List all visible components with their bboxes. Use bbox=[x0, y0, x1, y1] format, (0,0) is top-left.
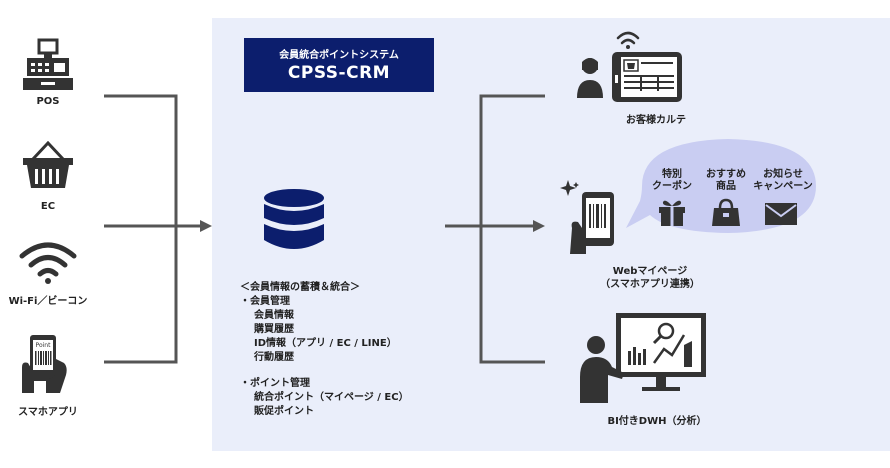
source-label-ec: EC bbox=[40, 201, 56, 212]
customer-tablet-icon bbox=[577, 31, 682, 102]
member-heading: ・会員管理 bbox=[240, 296, 290, 307]
smartphone-barcode-icon bbox=[560, 180, 614, 254]
database-icon bbox=[264, 189, 324, 249]
envelope-icon bbox=[765, 203, 797, 225]
info-header: ＜会員情報の蓄積＆統合＞ bbox=[240, 282, 360, 293]
handbag-icon bbox=[712, 198, 740, 226]
smartphone-point-icon: Point bbox=[22, 335, 67, 393]
system-badge: 会員統合ポイントシステム CPSS-CRM bbox=[244, 38, 434, 92]
bubble-label-coupon: 特別クーポン bbox=[652, 169, 692, 192]
member-info-list: ＜会員情報の蓄積＆統合＞ ・会員管理 会員情報 購買履歴 ID情報（アプリ / … bbox=[240, 281, 409, 419]
source-label-app: スマホアプリ bbox=[18, 407, 78, 418]
output-label-mypage: Webマイページ（スマホアプリ連携） bbox=[600, 266, 700, 290]
output-label-karte: お客様カルテ bbox=[626, 115, 686, 126]
gift-icon bbox=[659, 200, 685, 226]
analyst-monitor-icon bbox=[580, 313, 706, 403]
source-label-pos: POS bbox=[36, 96, 60, 107]
svg-text:Point: Point bbox=[36, 342, 52, 349]
output-label-dwh: BI付きDWH（分析） bbox=[607, 416, 707, 427]
point-item: 統合ポイント（マイページ / EC） bbox=[254, 392, 409, 403]
member-item: 購買履歴 bbox=[254, 324, 294, 335]
point-heading: ・ポイント管理 bbox=[240, 378, 310, 389]
wifi-icon bbox=[19, 242, 77, 284]
bubble-label-campaign: お知らせキャンペーン bbox=[753, 169, 813, 192]
bubble-label-recommend: おすすめ商品 bbox=[706, 169, 746, 192]
member-item: ID情報（アプリ / EC / LINE） bbox=[254, 338, 397, 349]
member-item: 会員情報 bbox=[254, 310, 294, 321]
shopping-basket-icon bbox=[23, 141, 73, 188]
member-item: 行動履歴 bbox=[254, 352, 294, 363]
cash-register-icon bbox=[23, 38, 73, 90]
source-label-wifi: Wi-Fi／ビーコン bbox=[8, 296, 88, 307]
system-subtitle: 会員統合ポイントシステム bbox=[279, 50, 399, 61]
point-item: 販促ポイント bbox=[254, 406, 314, 417]
system-title: CPSS-CRM bbox=[287, 63, 391, 83]
